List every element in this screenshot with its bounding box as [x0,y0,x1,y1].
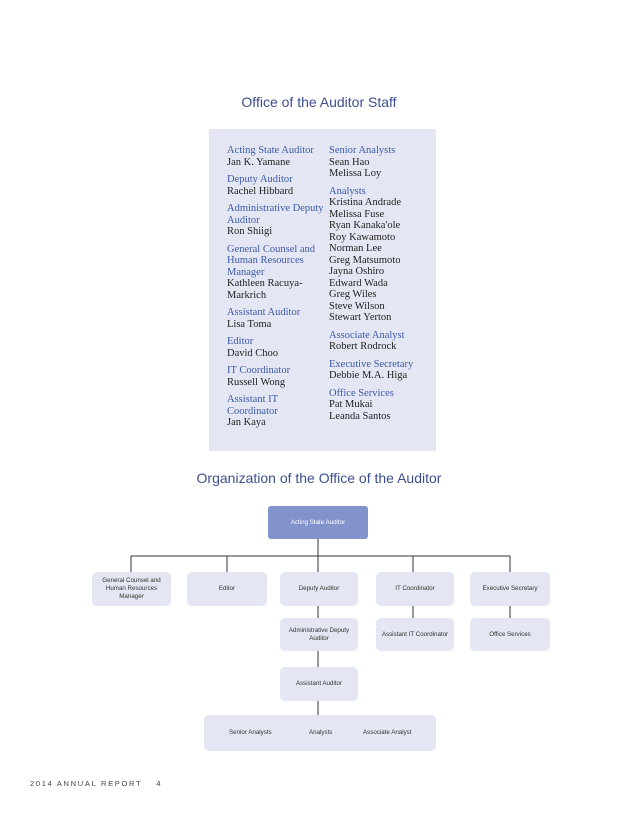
staff-role: Executive Secretary [329,358,414,370]
page-number: 4 [156,779,163,788]
staff-name: Pat Mukai [329,399,373,410]
org-node-executive-secretary: Executive Secretary [470,572,550,606]
staff-role: Editor [227,336,254,347]
staff-name: David Choo [227,347,279,359]
staff-name: Russell Wong [227,376,286,388]
org-node-office-services: Office Services [470,618,550,651]
staff-role: Deputy Auditor [227,174,293,185]
staff-role: Acting State Auditor [227,145,314,156]
staff-group: General Counsel and Human Resources Mana… [227,244,327,302]
org-node-assistant-it-coordinator: Assistant IT Coordinator [376,618,454,651]
org-node-analysts-group [204,715,436,751]
staff-name: Sean Hao [329,156,370,168]
staff-name: Robert Rodrock [329,341,397,352]
staff-name: Melissa Loy [329,168,382,179]
org-node-editor: Editor [187,572,267,606]
staff-name: Ryan Kanaka'ole [329,220,401,231]
staff-role: IT Coordinator [227,365,291,376]
footer-report-title: 2014 ANNUAL REPORT [30,779,143,788]
staff-role: Office Services [329,387,394,399]
staff-role: Assistant IT Coordinator [227,394,278,417]
org-chart-title: Organization of the Office of the Audito… [196,470,442,486]
staff-name: Melissa Fuse [329,208,385,220]
org-label-senior-analysts: Senior Analysts [229,729,272,736]
staff-role: Senior Analysts [329,145,396,156]
page-footer: 2014 ANNUAL REPORT 4 [30,779,162,788]
org-node-assistant-auditor: Assistant Auditor [280,667,358,701]
staff-name: Greg Wiles [329,289,377,300]
org-node-it-coordinator: IT Coordinator [376,572,454,606]
org-node-acting-state-auditor: Acting State Auditor [268,506,368,539]
staff-name: Roy Kawamoto [329,231,396,243]
staff-name: Jayna Oshiro [329,266,385,277]
org-label-analysts: Analysts [309,729,333,736]
staff-name: Steve Wilson [329,300,385,312]
staff-name: Ron Shiigi [227,226,273,237]
staff-role: Administrative Deputy Auditor [227,203,324,226]
staff-name: Lisa Toma [227,318,272,330]
staff-role: Assistant Auditor [227,307,301,318]
staff-name: Debbie M.A. Higa [329,370,408,381]
staff-name: Rachel Hibbard [227,185,294,197]
org-node-deputy-auditor: Deputy Auditor [280,572,358,606]
staff-name: Greg Matsumoto [329,254,401,266]
org-label-associate-analyst: Associate Analyst [363,729,412,736]
org-node-general-counsel: General Counsel and Human Resources Mana… [92,572,171,606]
staff-name: Jan K. Yamane [227,156,290,168]
staff-name: Kathleen Racuya-Markrich [227,278,303,301]
staff-role: Analysts [329,185,366,197]
staff-role: Associate Analyst [329,329,405,341]
org-node-admin-deputy-auditor: Administrative Deputy Auditor [280,618,358,651]
staff-name: Kristina Andrade [329,197,402,208]
staff-name: Edward Wada [329,277,388,289]
staff-name: Leanda Santos [329,410,391,422]
staff-name: Stewart Yerton [329,312,392,323]
staff-role: General Counsel and Human Resources Mana… [227,243,316,278]
staff-name: Norman Lee [329,243,382,254]
staff-name: Jan Kaya [227,417,266,428]
staff-section-title: Office of the Auditor Staff [241,94,397,110]
